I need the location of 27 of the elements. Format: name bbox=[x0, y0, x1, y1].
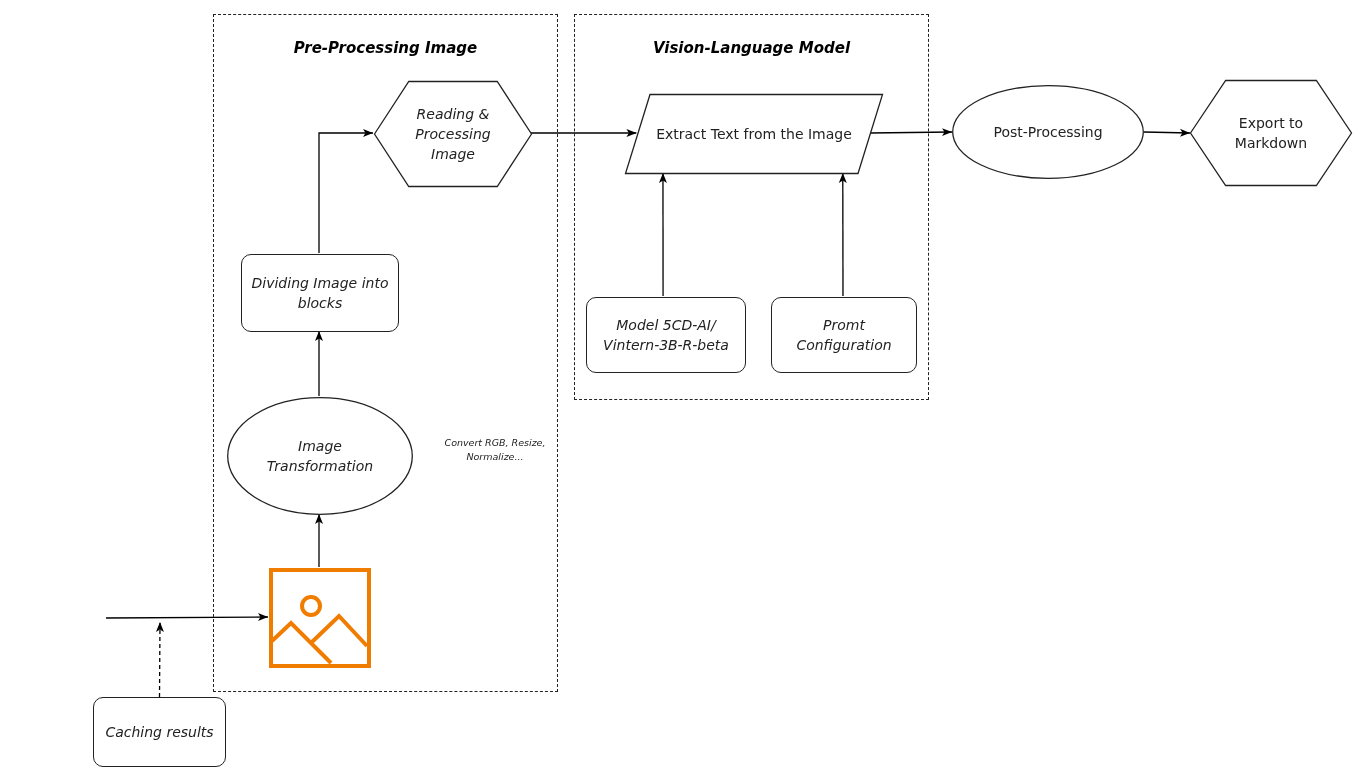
node-label: Dividing Image into blocks bbox=[250, 274, 390, 313]
node-label: Post-Processing bbox=[993, 123, 1103, 142]
process-box bbox=[241, 254, 399, 332]
dashed-group-frame bbox=[213, 14, 558, 692]
node-label: Image Transformation bbox=[265, 437, 375, 476]
arrow bbox=[658, 172, 667, 297]
arrow bbox=[315, 330, 323, 397]
node-label: Promt Configuration bbox=[795, 316, 893, 355]
dashed-group-frame bbox=[574, 14, 929, 400]
side-note: Convert RGB, Resize, Normalize... bbox=[443, 436, 547, 464]
node-label: Extract Text from the Image bbox=[656, 125, 852, 144]
process-box bbox=[93, 697, 226, 767]
node-label: Reading & Processing Image bbox=[414, 105, 492, 164]
arrow bbox=[315, 513, 323, 568]
node-label: Caching results bbox=[105, 723, 214, 742]
group-title: Pre-Processing Image bbox=[293, 39, 478, 57]
arrow bbox=[530, 129, 638, 137]
arrow bbox=[318, 129, 374, 254]
arrow bbox=[105, 613, 269, 622]
arrow bbox=[1143, 128, 1191, 137]
arrow bbox=[838, 172, 847, 297]
node-label: Model 5CD-AI/ Vintern-3B-R-beta bbox=[602, 316, 730, 355]
node-label: Export to Markdown bbox=[1233, 114, 1309, 153]
process-box bbox=[771, 297, 917, 373]
process-box bbox=[586, 297, 746, 373]
group-title: Vision-Language Model bbox=[652, 39, 851, 57]
arrow bbox=[155, 621, 164, 698]
